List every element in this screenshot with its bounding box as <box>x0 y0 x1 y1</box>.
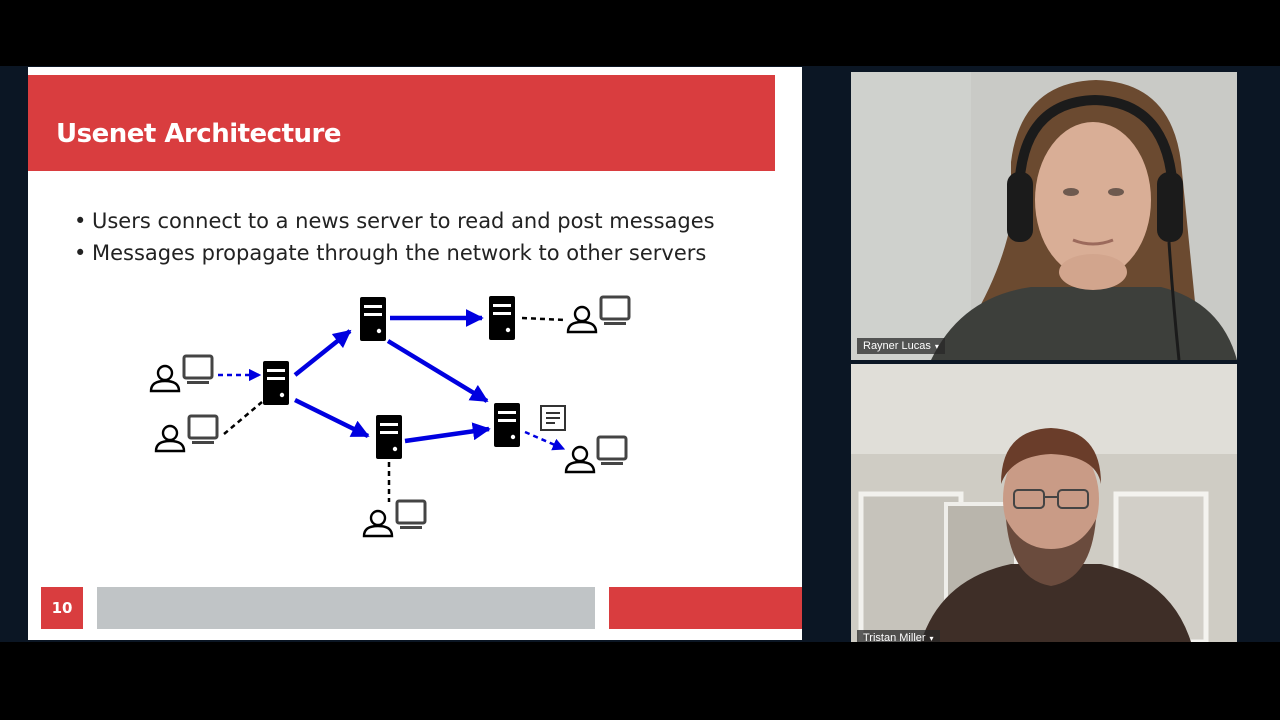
bullet-item: Users connect to a news server to read a… <box>74 205 715 237</box>
server-icon <box>494 403 520 447</box>
participant-video <box>851 72 1237 360</box>
computer-icon <box>599 295 631 327</box>
client-group <box>154 414 219 453</box>
slide-page-number: 10 <box>41 587 83 629</box>
slide-title: Usenet Architecture <box>56 119 342 149</box>
participant-name-tag[interactable]: Rayner Lucas▾ <box>857 338 945 354</box>
server-icon <box>263 361 289 405</box>
shared-slide: Usenet Architecture Users connect to a n… <box>28 67 802 640</box>
client-group <box>362 499 427 538</box>
slide-footer-accent <box>609 587 802 629</box>
usenet-diagram <box>149 295 631 538</box>
participant-video-tile[interactable]: Rayner Lucas▾ <box>851 72 1237 360</box>
computer-icon <box>596 435 628 467</box>
chevron-down-icon: ▾ <box>929 634 934 642</box>
bullet-list: Users connect to a news server to read a… <box>74 205 715 269</box>
server-icon <box>360 297 386 341</box>
computer-icon <box>395 499 427 531</box>
client-group <box>566 295 631 334</box>
server-icon <box>376 415 402 459</box>
server-icon <box>489 296 515 340</box>
message-icon <box>540 405 566 431</box>
user-icon <box>566 305 598 334</box>
chevron-down-icon: ▾ <box>934 342 939 351</box>
computer-icon <box>187 414 219 446</box>
slide-footer-bar <box>97 587 595 629</box>
user-icon <box>564 445 596 474</box>
bullet-item: Messages propagate through the network t… <box>74 237 715 269</box>
user-icon <box>154 424 186 453</box>
user-icon <box>362 509 394 538</box>
participant-video <box>851 364 1237 642</box>
client-group <box>564 435 628 474</box>
client-group <box>149 354 214 393</box>
participant-video-tile[interactable]: Tristan Miller▾ <box>851 364 1237 642</box>
slide-header-band <box>28 75 775 171</box>
computer-icon <box>182 354 214 386</box>
user-icon <box>149 364 181 393</box>
participant-name-tag[interactable]: Tristan Miller▾ <box>857 630 940 642</box>
participant-name: Tristan Miller <box>863 632 926 642</box>
participant-name: Rayner Lucas <box>863 340 931 352</box>
